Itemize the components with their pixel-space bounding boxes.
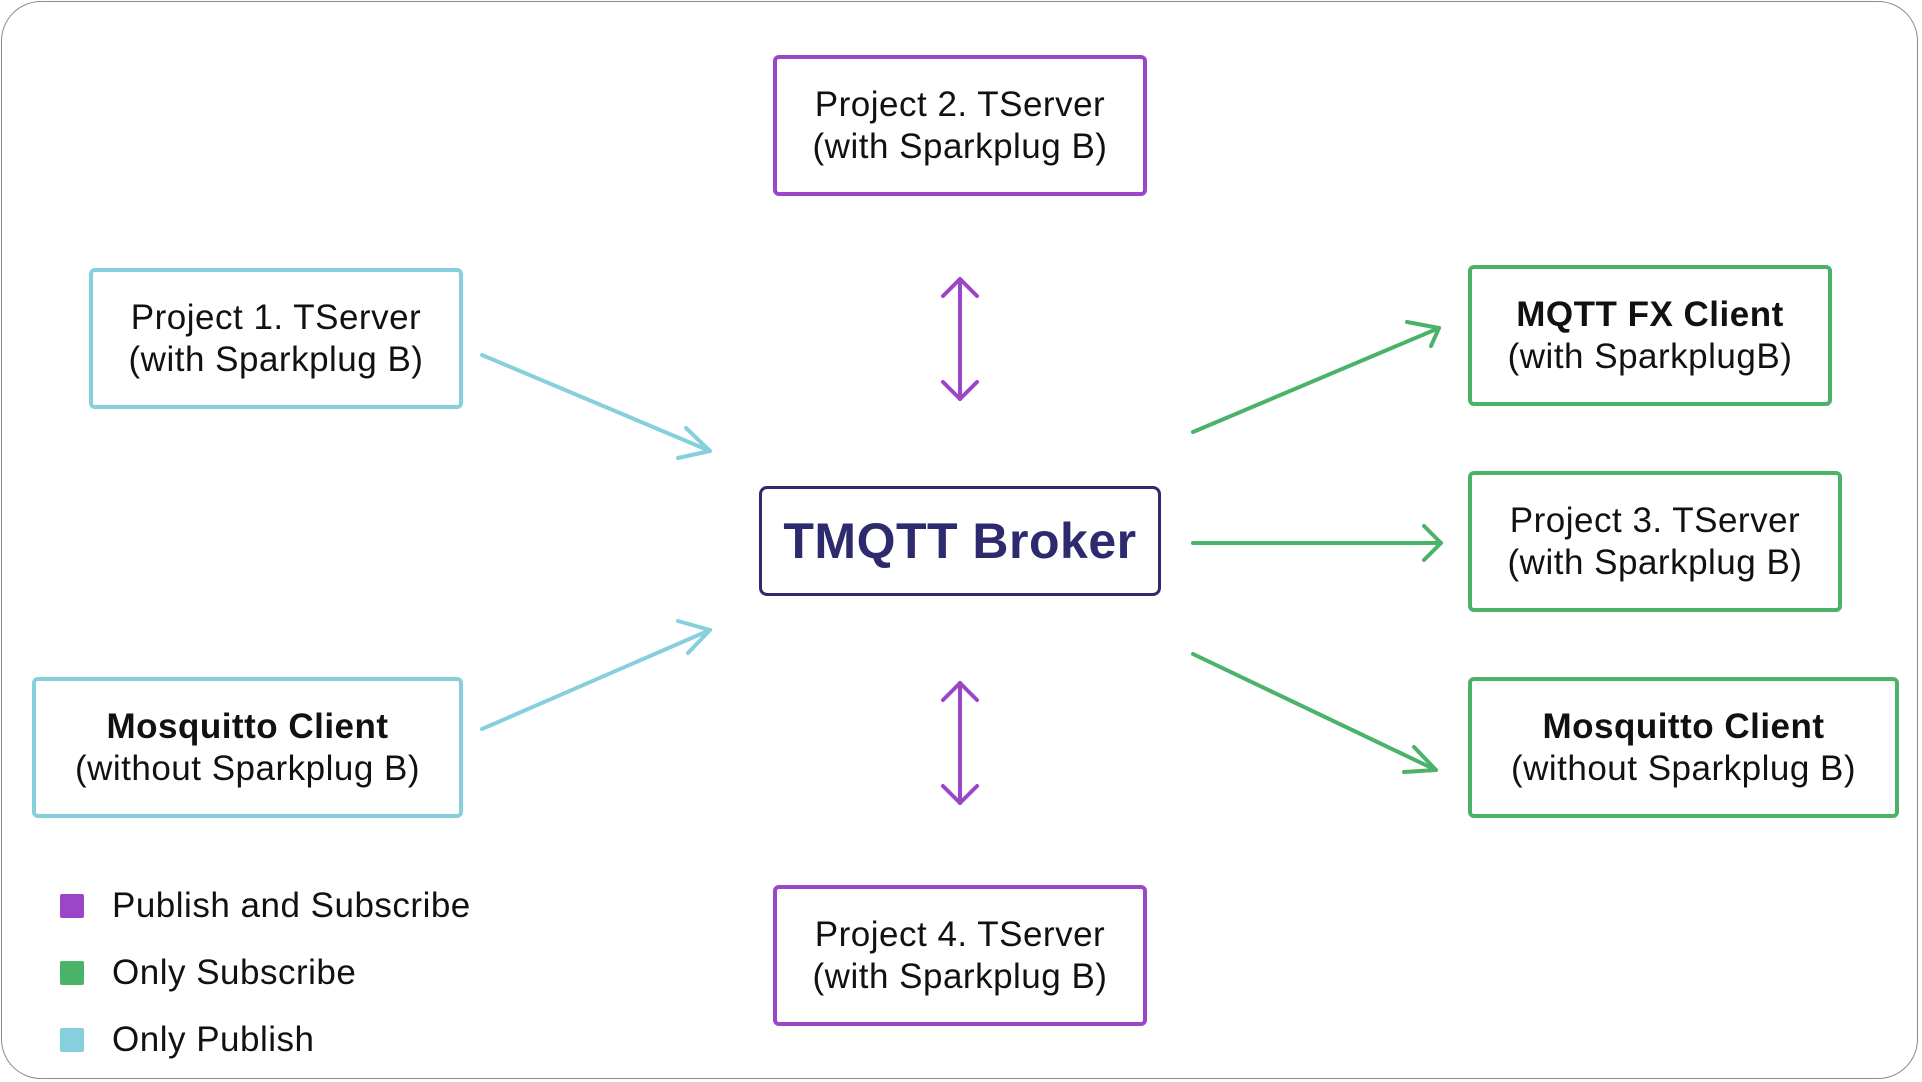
node-title: Project 1. TServer <box>130 297 422 337</box>
legend-label: Only Subscribe <box>112 952 357 992</box>
node-broker: TMQTT Broker <box>759 486 1161 596</box>
node-subtitle: (with SparkplugB) <box>1507 336 1793 376</box>
legend-item-publish-subscribe: Publish and Subscribe <box>60 872 471 939</box>
legend-item-publish: Only Publish <box>60 1006 471 1073</box>
legend-swatch-cyan <box>60 1027 84 1052</box>
arrow-broker-to-mosquitto-right <box>1191 652 1438 774</box>
legend-label: Only Publish <box>112 1019 315 1059</box>
node-mqtt-fx: MQTT FX Client (with SparkplugB) <box>1468 265 1832 406</box>
node-subtitle: (with Sparkplug B) <box>1507 542 1803 582</box>
node-subtitle: (without Sparkplug B) <box>1510 748 1857 788</box>
arrow-project4-broker <box>941 681 979 805</box>
node-title: Project 2. TServer <box>814 84 1106 124</box>
node-mosquitto-left: Mosquitto Client (without Sparkplug B) <box>32 677 463 818</box>
arrow-project1-to-broker <box>480 353 712 460</box>
node-project3: Project 3. TServer (with Sparkplug B) <box>1468 471 1842 612</box>
arrow-mosquitto-left-to-broker <box>480 619 712 731</box>
arrow-broker-to-mqtt-fx <box>1191 320 1441 434</box>
node-subtitle: (with Sparkplug B) <box>812 956 1108 996</box>
node-subtitle: (with Sparkplug B) <box>128 339 424 379</box>
node-project2: Project 2. TServer (with Sparkplug B) <box>773 55 1147 196</box>
broker-label: TMQTT Broker <box>783 513 1137 569</box>
legend: Publish and Subscribe Only Subscribe Onl… <box>60 872 471 1073</box>
node-title: MQTT FX Client <box>1516 294 1784 334</box>
node-subtitle: (without Sparkplug B) <box>74 748 421 788</box>
node-title: Project 3. TServer <box>1509 500 1801 540</box>
arrow-broker-to-project3 <box>1191 524 1443 562</box>
legend-swatch-green <box>60 960 84 985</box>
node-title: Project 4. TServer <box>814 914 1106 954</box>
legend-swatch-purple <box>60 893 84 918</box>
node-subtitle: (with Sparkplug B) <box>812 126 1108 166</box>
node-project1: Project 1. TServer (with Sparkplug B) <box>89 268 463 409</box>
node-title: Mosquitto Client <box>106 706 389 746</box>
node-title: Mosquitto Client <box>1542 706 1825 746</box>
node-project4: Project 4. TServer (with Sparkplug B) <box>773 885 1147 1026</box>
legend-label: Publish and Subscribe <box>112 885 471 925</box>
legend-item-subscribe: Only Subscribe <box>60 939 471 1006</box>
arrow-project2-broker <box>941 277 979 401</box>
node-mosquitto-right: Mosquitto Client (without Sparkplug B) <box>1468 677 1899 818</box>
